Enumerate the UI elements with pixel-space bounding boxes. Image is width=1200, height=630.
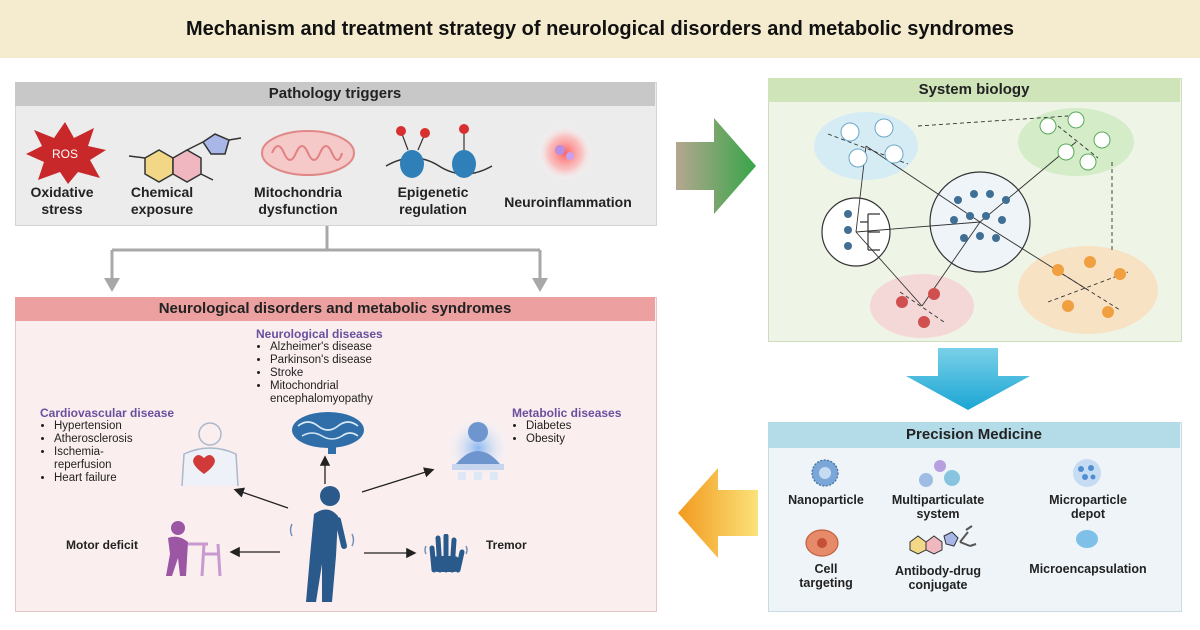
pm-label-multiparticulate-system: Multiparticulate system	[891, 493, 985, 521]
system-biology-network-diagram	[814, 108, 1158, 338]
elderly-patient-icon	[289, 486, 355, 602]
list-item: Mitochondrial encephalomyopathy	[270, 380, 456, 406]
cardiovascular-disease-list: Hypertension Atherosclerosis Ischemia- r…	[40, 420, 220, 485]
system-biology-header: System biology	[768, 78, 1180, 102]
metabolic-person-icon	[444, 414, 512, 482]
tremor-label: Tremor	[486, 538, 527, 552]
list-item: Diabetes	[526, 420, 652, 433]
metabolic-diseases-title: Metabolic diseases	[512, 406, 622, 420]
arrow-left-orange-icon	[678, 468, 758, 558]
antibody-drug-conjugate-icon	[909, 525, 977, 555]
cell-targeting-icon	[805, 529, 839, 557]
epigenetic-nucleosome-icon	[385, 124, 493, 178]
list-item: Ischemia- reperfusion	[54, 446, 220, 472]
pm-label-nanoparticle: Nanoparticle	[788, 493, 864, 507]
neurological-diseases-title: Neurological diseases	[256, 327, 383, 341]
list-item: Alzheimer's disease	[270, 341, 456, 354]
page-title: Mechanism and treatment strategy of neur…	[186, 17, 1014, 40]
pm-label-antibody-drug-conjugate: Antibody-drug conjugate	[894, 564, 982, 592]
tremor-hand-icon	[424, 534, 468, 573]
neuroinflammation-icon	[537, 125, 593, 181]
list-item: Heart failure	[54, 472, 220, 485]
arrow-down-cyan-icon	[906, 348, 1030, 410]
multiparticulate-icon	[919, 460, 960, 487]
nanoparticle-icon	[811, 459, 839, 487]
pm-label-microencapsulation: Microencapsulation	[1029, 562, 1147, 576]
metabolic-diseases-list: Diabetes Obesity	[512, 420, 652, 446]
chemical-structure-icon	[128, 133, 242, 183]
microencapsulation-icon	[1076, 530, 1098, 548]
list-item: Stroke	[270, 367, 456, 380]
heart-torso-icon	[181, 422, 239, 487]
arrow-right-green-icon	[676, 118, 756, 214]
motor-deficit-label: Motor deficit	[66, 538, 138, 552]
trigger-label-epigenetic-regulation: Epigenetic regulation	[397, 184, 469, 217]
precision-medicine-panel	[768, 422, 1182, 612]
trigger-label-oxidative-stress: Oxidative stress	[30, 184, 94, 217]
list-item: Parkinson's disease	[270, 354, 456, 367]
pathology-header: Pathology triggers	[15, 82, 655, 106]
neuro-header: Neurological disorders and metabolic syn…	[15, 297, 655, 321]
precision-medicine-header: Precision Medicine	[768, 422, 1180, 448]
trigger-label-neuroinflammation: Neuroinflammation	[504, 194, 632, 210]
pm-label-cell-targeting: Cell targeting	[799, 562, 853, 590]
neuro-panel	[15, 297, 657, 612]
metabolic-diseases-block: Metabolic diseases Diabetes Obesity	[512, 406, 652, 446]
list-item: Obesity	[526, 433, 652, 446]
list-item: Atherosclerosis	[54, 433, 220, 446]
neurological-diseases-list: Alzheimer's disease Parkinson's disease …	[256, 341, 456, 406]
neurological-diseases-block: Neurological diseases Alzheimer's diseas…	[256, 327, 456, 406]
microparticle-depot-icon	[1073, 459, 1101, 487]
ros-text: ROS	[52, 147, 78, 161]
walker-person-icon	[166, 521, 222, 577]
cardiovascular-disease-block: Cardiovascular disease Hypertension Athe…	[40, 406, 220, 485]
brain-icon	[292, 412, 364, 454]
title-bar: Mechanism and treatment strategy of neur…	[0, 0, 1200, 58]
cardiovascular-disease-title: Cardiovascular disease	[40, 406, 175, 420]
pm-label-microparticle-depot: Microparticle depot	[1049, 493, 1127, 521]
trigger-label-chemical-exposure: Chemical exposure	[130, 184, 194, 217]
ros-star-icon: ROS	[26, 122, 106, 184]
list-item: Hypertension	[54, 420, 220, 433]
trigger-label-mitochondria-dysfunction: Mitochondria dysfunction	[254, 184, 342, 217]
mitochondria-icon	[261, 130, 355, 176]
